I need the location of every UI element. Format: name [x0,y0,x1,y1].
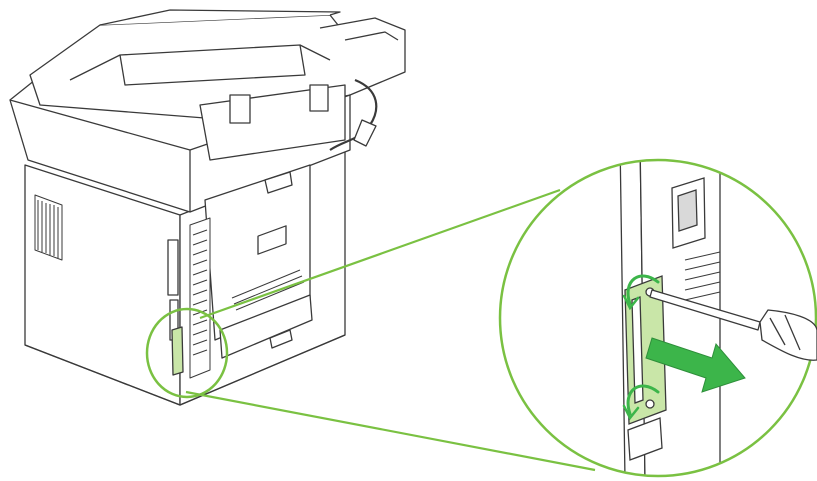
side-vent [34,194,63,261]
screwdriver-icon [649,289,817,361]
magnifier-circle-large [498,158,817,478]
callout-lines [185,188,596,472]
magnifier-circle-small [145,307,229,399]
printer-icon [9,9,406,406]
formatter-card-slot [171,326,184,376]
magnifier-circle-icon [619,160,721,476]
pull-arrow-icon [645,337,746,393]
rotate-arrow-icon [622,274,660,421]
rear-vent [189,217,211,379]
